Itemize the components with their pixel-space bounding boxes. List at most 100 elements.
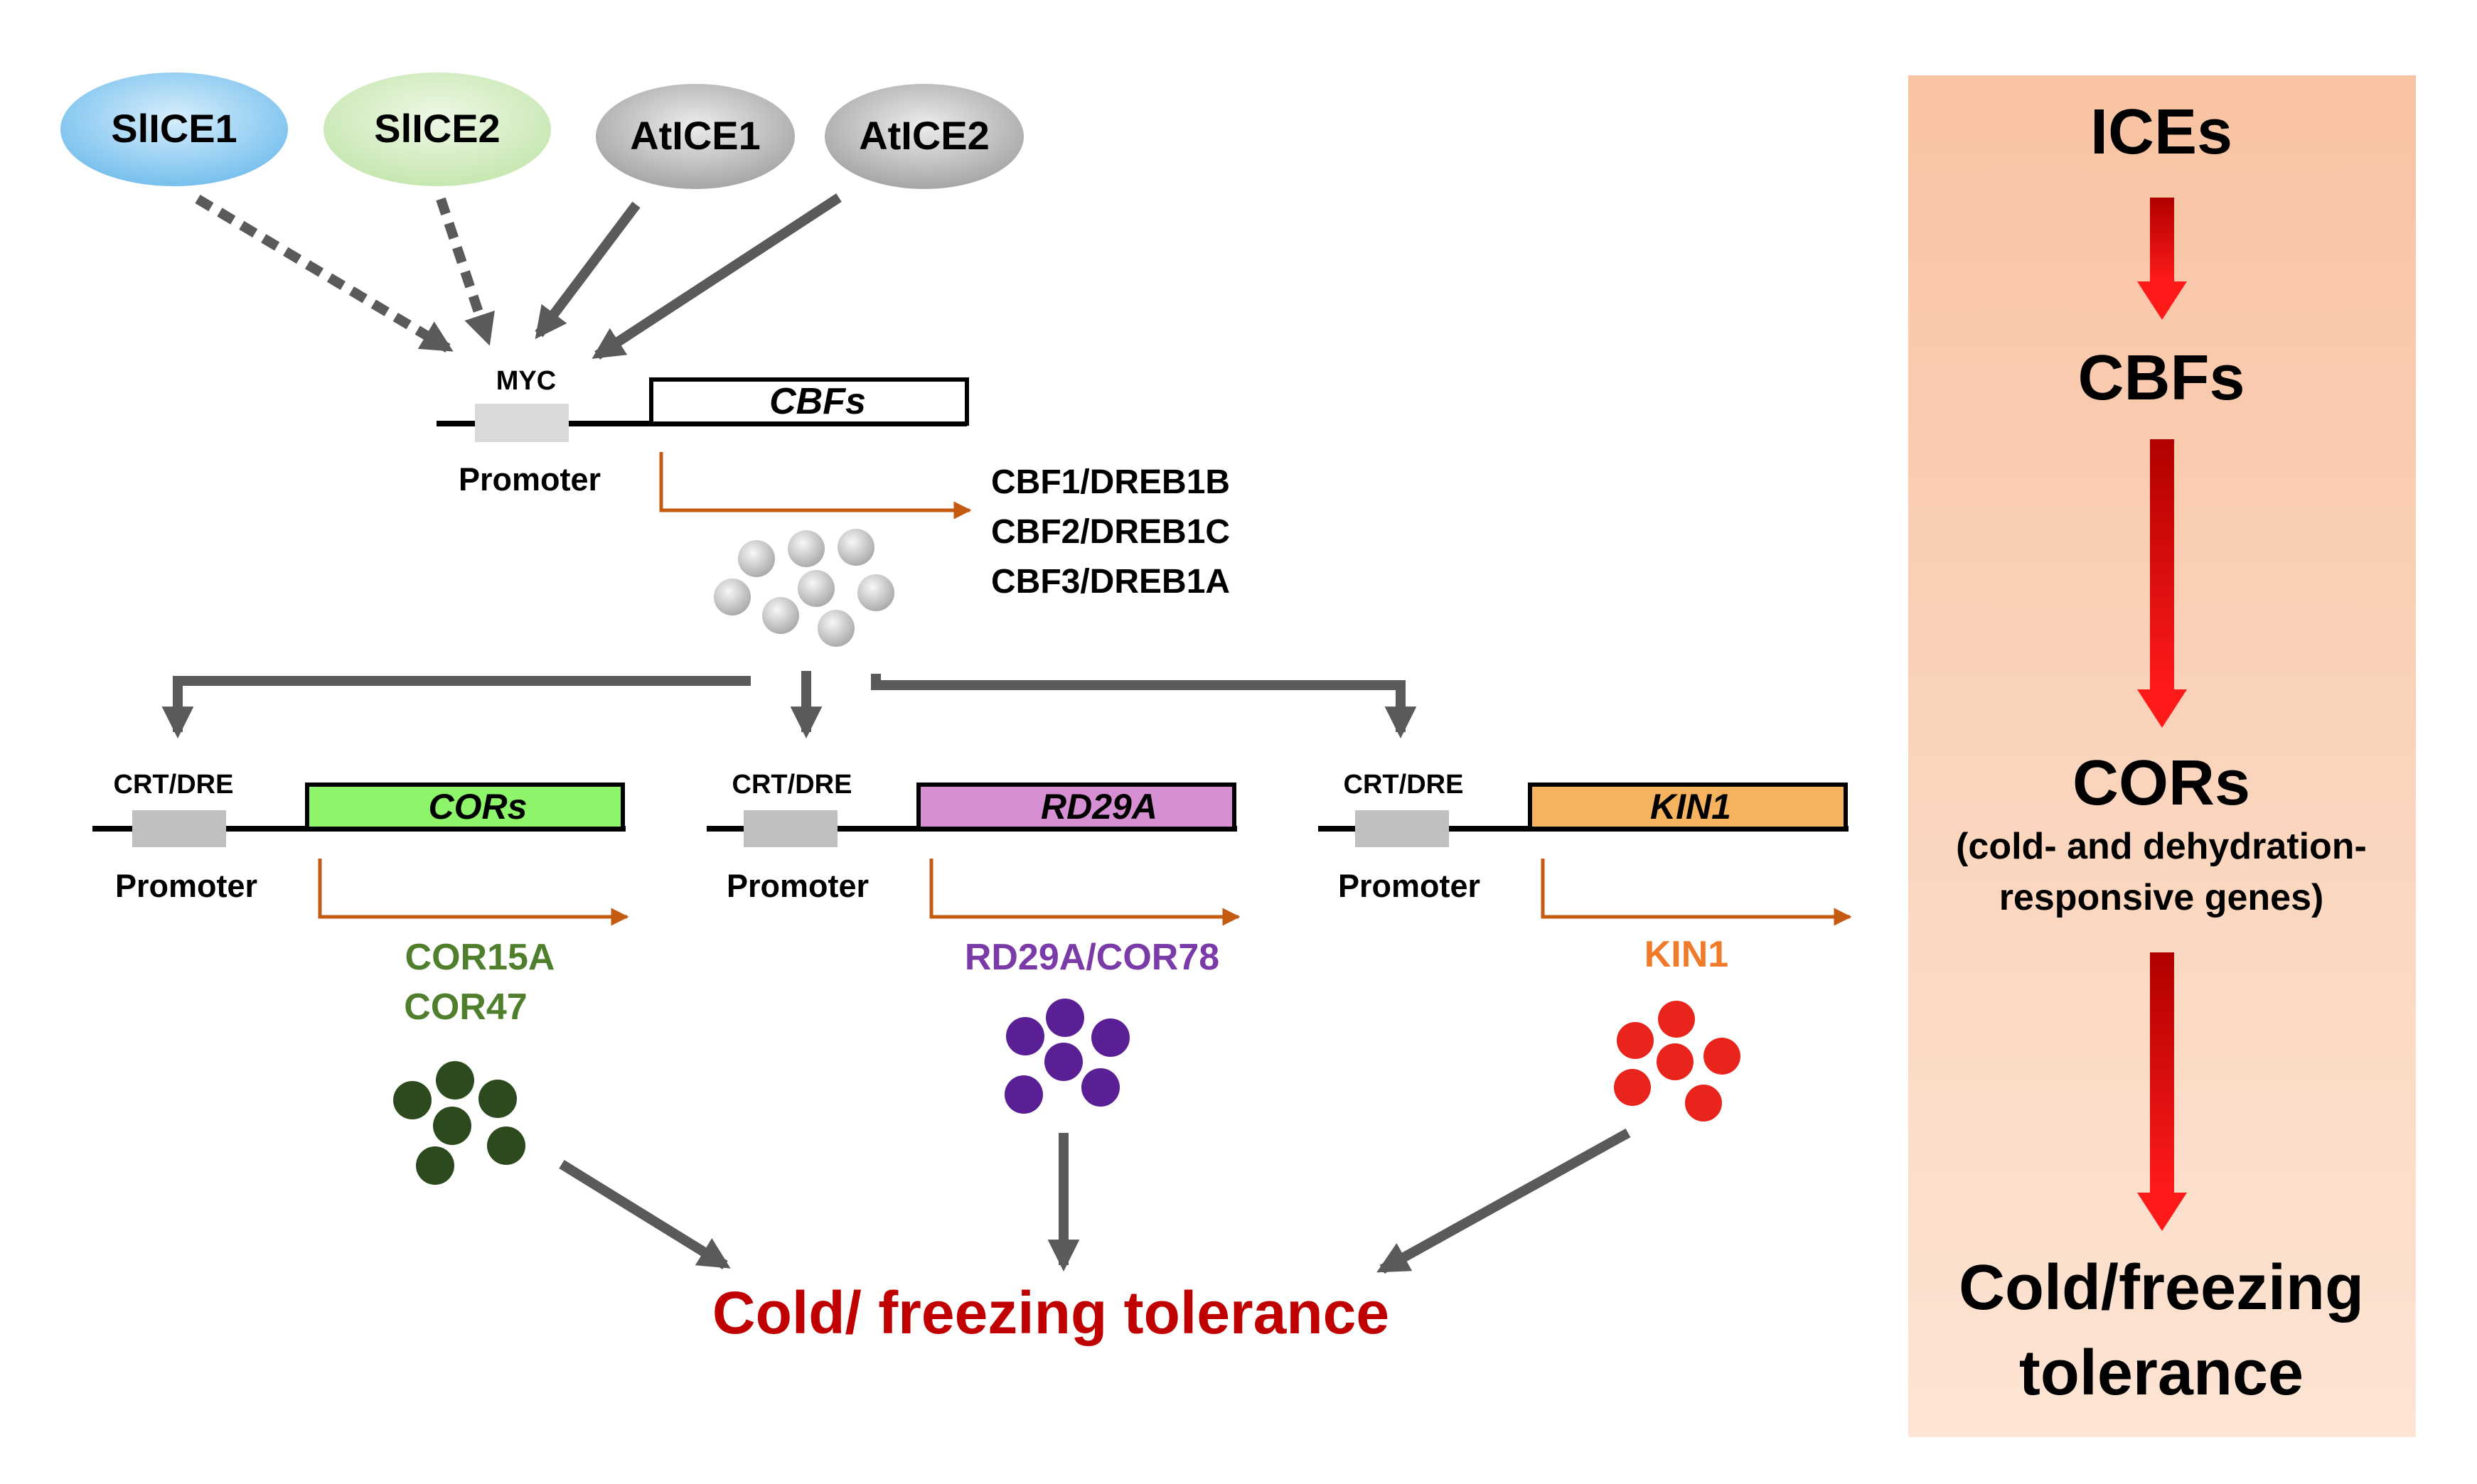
rd29a-protein-dot bbox=[1006, 1017, 1044, 1055]
crt-dre-promoter-box bbox=[132, 810, 226, 847]
summary-arrow-shaft bbox=[2150, 198, 2174, 281]
target-gene-cors: CRT/DRE Promoter CORs COR15A COR47 bbox=[92, 770, 629, 1185]
regulator-slice1: SlICE1 bbox=[60, 72, 288, 186]
cor-protein-dot bbox=[478, 1080, 517, 1118]
rd29a-protein-dot bbox=[1081, 1068, 1120, 1107]
cor-protein-dot bbox=[436, 1061, 474, 1099]
cbf-protein-dot bbox=[838, 529, 874, 566]
kin1-protein-dot bbox=[1658, 1001, 1695, 1038]
cbf-gene-label: CBFs bbox=[769, 381, 866, 422]
summary-panel: ICEs CBFs CORs (cold- and dehydration- r… bbox=[1908, 75, 2416, 1437]
promoter-label: Promoter bbox=[727, 868, 869, 904]
rd29a-protein-dot bbox=[1046, 999, 1084, 1037]
arrow-kin1-to-tolerance bbox=[1376, 1128, 1631, 1274]
cor-protein-dot bbox=[433, 1107, 471, 1145]
kin1-protein-dot bbox=[1657, 1043, 1694, 1080]
rd29a-gene-box bbox=[916, 783, 1236, 831]
summary-arrow bbox=[2137, 198, 2187, 320]
regulator-atice2: AtICE2 bbox=[825, 84, 1024, 189]
cbf-protein-dot bbox=[798, 570, 835, 607]
arrow-to-kin1 bbox=[871, 674, 1417, 738]
cors-product-label: COR47 bbox=[404, 986, 527, 1028]
cbf-protein-cluster bbox=[714, 529, 894, 647]
summary-step-tolerance: Cold/freezing bbox=[1959, 1252, 2364, 1323]
summary-arrow-head bbox=[2137, 689, 2187, 728]
arrow-atice1 bbox=[535, 201, 641, 340]
rd29a-protein-dot bbox=[1005, 1075, 1043, 1114]
cbf-gene-box bbox=[649, 377, 969, 426]
crt-dre-promoter-box bbox=[744, 810, 838, 847]
promoter-label: Promoter bbox=[1338, 868, 1480, 904]
cor-protein-dot bbox=[416, 1146, 454, 1185]
rd29a-protein-dot bbox=[1044, 1043, 1083, 1081]
crt-dre-promoter-box bbox=[1355, 810, 1449, 847]
kin1-product-label: KIN1 bbox=[1644, 934, 1728, 975]
arrow-to-cors bbox=[161, 676, 751, 738]
myc-label: MYC bbox=[496, 366, 556, 396]
cbf-protein-dot bbox=[738, 540, 775, 577]
regulator-label: AtICE1 bbox=[630, 113, 761, 158]
arrow-cors-to-tolerance bbox=[559, 1160, 731, 1269]
summary-cors-sublabel: responsive genes) bbox=[1999, 877, 2324, 918]
kin1-protein-dot bbox=[1614, 1069, 1651, 1106]
cbf-protein-dot bbox=[714, 579, 751, 615]
rd29a-gene-label: RD29A bbox=[1041, 787, 1157, 827]
cbf-transcript-arrow bbox=[659, 452, 972, 520]
dashed-arrow-slice1 bbox=[195, 194, 454, 353]
cbf-product-label: CBF2/DREB1C bbox=[991, 513, 1230, 551]
rd29a-transcript-arrow bbox=[929, 859, 1241, 926]
crt-dre-label: CRT/DRE bbox=[1344, 770, 1464, 800]
summary-cors-sublabel: (cold- and dehydration- bbox=[1956, 826, 2367, 867]
summary-step-cbfs: CBFs bbox=[2077, 343, 2245, 414]
regulator-atice1: AtICE1 bbox=[596, 84, 795, 189]
crt-dre-label: CRT/DRE bbox=[114, 770, 234, 800]
summary-arrow bbox=[2137, 952, 2187, 1231]
regulator-slice2: SlICE2 bbox=[323, 72, 551, 186]
kin1-gene-box bbox=[1528, 783, 1848, 831]
regulator-ellipse bbox=[596, 84, 795, 189]
summary-arrow-shaft bbox=[2150, 439, 2174, 689]
cor-protein-dot bbox=[487, 1127, 525, 1165]
regulator-ellipse bbox=[323, 72, 551, 186]
cbf-product-label: CBF3/DREB1A bbox=[991, 563, 1230, 601]
kin1-protein-dot bbox=[1703, 1038, 1740, 1075]
target-gene-kin1: CRT/DRE Promoter KIN1 KIN1 bbox=[1318, 770, 1852, 1122]
cbf-gene-construct: MYC Promoter CBFs CBF1/DREB1B CBF2/DREB1… bbox=[437, 366, 1230, 601]
regulator-label: SlICE2 bbox=[374, 106, 500, 151]
cbf-protein-dot bbox=[788, 530, 825, 567]
rd29a-protein-dot bbox=[1091, 1018, 1130, 1057]
dashed-arrow-slice2 bbox=[436, 197, 495, 346]
cbf-product-label: CBF1/DREB1B bbox=[991, 463, 1230, 501]
regulator-ellipse bbox=[60, 72, 288, 186]
regulator-label: AtICE2 bbox=[859, 113, 990, 158]
cbf-protein-dot bbox=[818, 610, 855, 647]
rd29a-product-label: RD29A/COR78 bbox=[965, 937, 1219, 978]
cor-protein-dot bbox=[393, 1081, 432, 1119]
regulator-ellipse bbox=[825, 84, 1024, 189]
summary-arrow bbox=[2137, 439, 2187, 728]
crt-dre-label: CRT/DRE bbox=[732, 770, 852, 800]
summary-step-cors: CORs bbox=[2072, 748, 2250, 819]
promoter-label: Promoter bbox=[459, 461, 601, 498]
target-gene-rd29a: CRT/DRE Promoter RD29A RD29A/COR78 bbox=[707, 770, 1241, 1114]
myc-promoter-box bbox=[475, 404, 569, 442]
summary-arrow-shaft bbox=[2150, 952, 2174, 1193]
kin1-gene-label: KIN1 bbox=[1650, 787, 1731, 827]
kin1-protein-dot bbox=[1685, 1085, 1722, 1122]
summary-arrow-head bbox=[2137, 1193, 2187, 1231]
summary-step-tolerance-line2: tolerance bbox=[2019, 1338, 2304, 1409]
cbf-protein-dot bbox=[762, 597, 799, 634]
cors-product-label: COR15A bbox=[405, 937, 555, 978]
regulator-label: SlICE1 bbox=[111, 106, 237, 151]
summary-step-ices: ICEs bbox=[2090, 97, 2232, 168]
cors-gene-label: CORs bbox=[429, 787, 528, 827]
kin1-protein-dot bbox=[1617, 1022, 1654, 1059]
outcome-label: Cold/ freezing tolerance bbox=[712, 1279, 1389, 1346]
summary-arrow-head bbox=[2137, 281, 2187, 320]
arrow-atice2 bbox=[592, 193, 842, 360]
kin1-transcript-arrow bbox=[1541, 859, 1852, 926]
cbf-protein-dot bbox=[857, 574, 894, 611]
cors-gene-box bbox=[305, 783, 625, 831]
cors-transcript-arrow bbox=[318, 859, 629, 926]
